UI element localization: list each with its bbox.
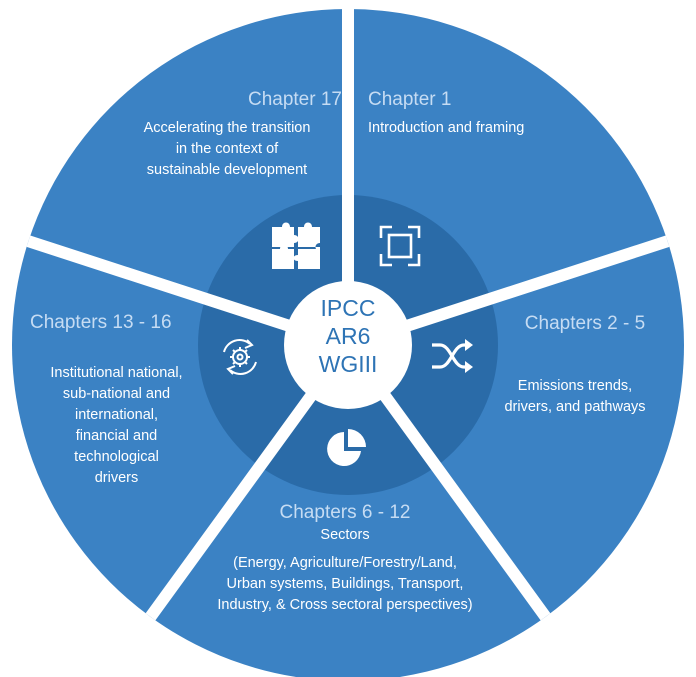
description-line: Urban systems, Buildings, Transport, (226, 576, 464, 592)
segment-chapters-13-16: Chapters 13 - 16 Institutional national,… (24, 311, 209, 489)
segment-chapter-17: Chapter 17 Accelerating the transition i… (112, 88, 342, 181)
description-line: in the context of (175, 141, 279, 157)
description-line: Industry, & Cross sectoral perspectives) (217, 597, 473, 613)
segment-title: Chapters 13 - 16 (30, 312, 172, 333)
description-line: Emissions trends, (517, 378, 633, 394)
segment-title: Chapters 2 - 5 (524, 313, 646, 334)
description-line: Introduction and framing (368, 120, 525, 136)
segment-title: Chapter 17 (247, 89, 342, 110)
description-line: sustainable development (146, 162, 308, 178)
description-line: sub-national and (62, 386, 171, 402)
description-line: financial and (75, 428, 158, 444)
segment-chapters-2-5: Chapters 2 - 5 Emissions trends, drivers… (470, 312, 680, 418)
description-line: international, (74, 407, 159, 423)
description-line: Institutional national, (50, 365, 183, 381)
center-line-1: IPCC (320, 295, 376, 321)
description-spacer (180, 546, 510, 553)
segment-wedge (150, 345, 546, 677)
description-line: technological (74, 449, 159, 465)
description-line: (Energy, Agriculture/Forestry/Land, (233, 555, 457, 571)
pie-chart-icon (327, 429, 366, 466)
segment-description: Sectors (Energy, Agriculture/Forestry/La… (180, 525, 510, 616)
center-line-3: WGIII (318, 351, 378, 377)
segment-description: Institutional national, sub-national and… (24, 363, 209, 489)
center-label: IPCC AR6 WGIII (288, 294, 408, 378)
center-line-2: AR6 (325, 323, 371, 349)
frame-icon (379, 225, 421, 267)
description-line: drivers (94, 470, 139, 486)
segment-chapter-1: Chapter 1 Introduction and framing (368, 88, 524, 139)
description-line: Sectors (320, 527, 370, 543)
segment-title: Chapters 6 - 12 (279, 502, 411, 523)
segment-chapters-6-12: Chapters 6 - 12 Sectors (Energy, Agricul… (180, 501, 510, 616)
shuffle-icon (432, 339, 473, 373)
segment-title: Chapter 1 (368, 89, 452, 110)
segment-description: Accelerating the transition in the conte… (112, 118, 342, 181)
description-line: drivers, and pathways (504, 399, 646, 415)
puzzle-icon (272, 222, 320, 269)
center-disc (284, 281, 412, 409)
description-line: Accelerating the transition (143, 120, 311, 136)
segment-description: Emissions trends, drivers, and pathways (470, 376, 680, 418)
segment-description: Introduction and framing (368, 118, 524, 139)
gear-cycle-icon (223, 339, 257, 375)
